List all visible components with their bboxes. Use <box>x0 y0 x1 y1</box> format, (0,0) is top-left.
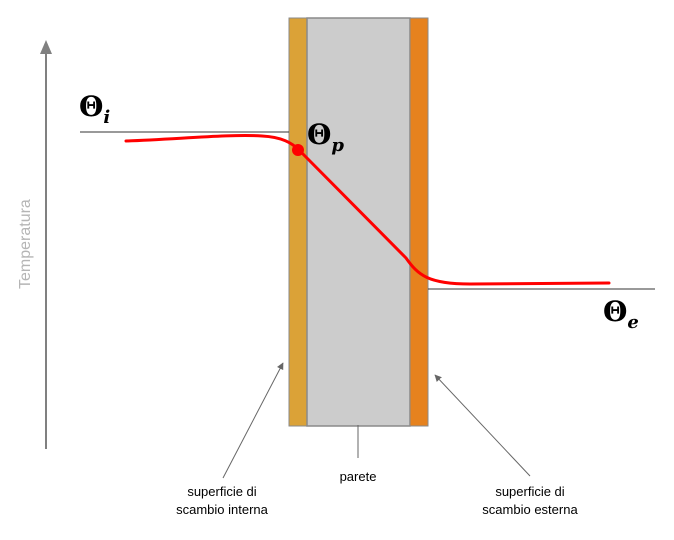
temperature-profile-curve <box>124 134 611 286</box>
wall-temperature-point <box>292 144 304 156</box>
theta-p-symbol: Θp <box>307 118 344 156</box>
inner-surface-layer <box>288 17 308 427</box>
inner-surface-pointer-arrow <box>222 362 284 479</box>
outer-surface-pointer-arrow <box>434 374 531 477</box>
outer-surface-label-line1: superficie di <box>495 484 564 499</box>
theta-i-symbol: Θi <box>79 90 110 128</box>
inner-surface-label-line2: scambio interna <box>176 502 269 517</box>
theta-e-symbol: Θe <box>603 295 639 333</box>
wall-label: parete <box>340 469 377 484</box>
outer-surface-layer <box>409 17 429 427</box>
wall <box>306 17 411 427</box>
temperature-axis-arrowhead <box>40 40 52 54</box>
temperature-axis-label: Temperatura <box>17 199 34 289</box>
inner-surface-label-line1: superficie di <box>187 484 256 499</box>
outer-surface-label-line2: scambio esterna <box>482 502 578 517</box>
